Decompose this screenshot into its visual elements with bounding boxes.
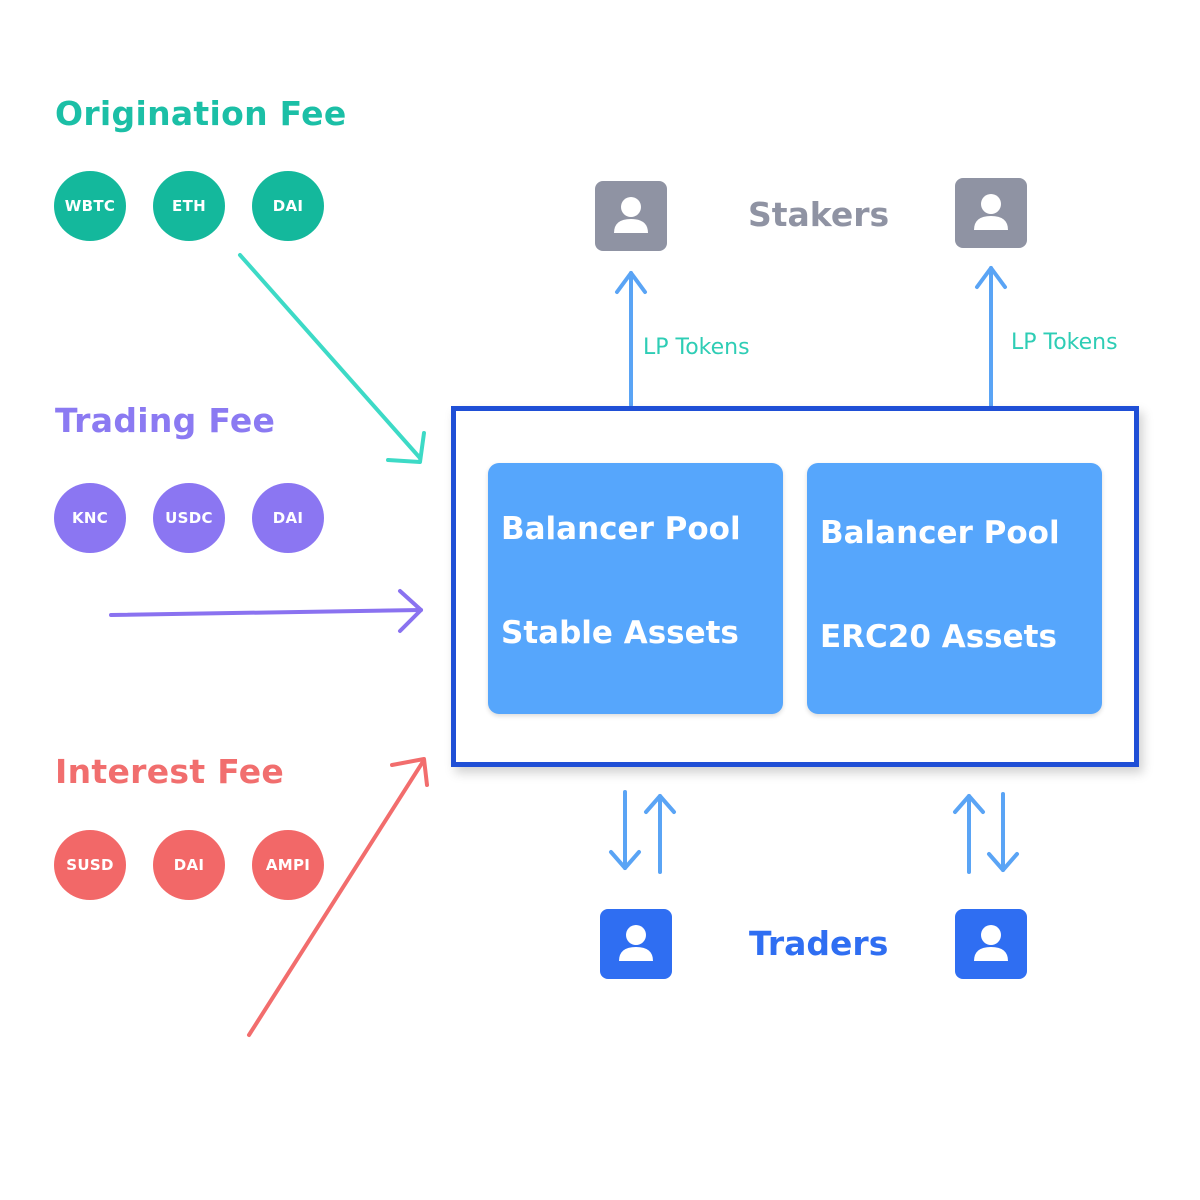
- trader-avatar-left: [600, 909, 672, 979]
- pool-card-erc20: Balancer Pool ERC20 Assets: [807, 463, 1102, 714]
- pool-card-stable-title: Balancer Pool: [501, 511, 741, 547]
- lp-tokens-label-right: LP Tokens: [1011, 330, 1118, 355]
- staker-avatar-right: [955, 178, 1027, 248]
- coin-ampi: AMPI: [252, 830, 324, 900]
- pool-card-erc20-subtitle: ERC20 Assets: [820, 619, 1057, 655]
- coin-susd: SUSD: [54, 830, 126, 900]
- user-icon: [974, 925, 1008, 961]
- trader-exchange-arrows-right: [953, 792, 1019, 874]
- lp-tokens-label-left: LP Tokens: [643, 335, 750, 360]
- coin-eth: ETH: [153, 171, 225, 241]
- origination-arrow: [238, 253, 426, 464]
- pool-card-erc20-title: Balancer Pool: [820, 515, 1060, 551]
- pool-card-stable-subtitle: Stable Assets: [501, 615, 739, 651]
- trader-avatar-right: [955, 909, 1027, 979]
- coin-dai-origination: DAI: [252, 171, 324, 241]
- pool-card-stable: Balancer Pool Stable Assets: [488, 463, 783, 714]
- coin-dai-interest: DAI: [153, 830, 225, 900]
- trader-exchange-arrows-left: [609, 790, 676, 874]
- user-icon: [619, 925, 653, 961]
- lp-token-arrow-left: [615, 271, 647, 407]
- interest-arrow: [247, 757, 429, 1037]
- staker-avatar-left: [595, 181, 667, 251]
- traders-label: Traders: [749, 924, 889, 963]
- trading-arrow: [109, 589, 423, 633]
- coin-wbtc: WBTC: [54, 171, 126, 241]
- interest-fee-title: Interest Fee: [55, 752, 285, 791]
- lp-token-arrow-right: [975, 266, 1007, 414]
- trading-fee-title: Trading Fee: [55, 401, 276, 440]
- stakers-label: Stakers: [748, 195, 890, 234]
- coin-knc: KNC: [54, 483, 126, 553]
- origination-fee-title: Origination Fee: [55, 94, 347, 133]
- user-icon: [614, 197, 648, 233]
- user-icon: [974, 194, 1008, 230]
- coin-dai-trading: DAI: [252, 483, 324, 553]
- coin-usdc: USDC: [153, 483, 225, 553]
